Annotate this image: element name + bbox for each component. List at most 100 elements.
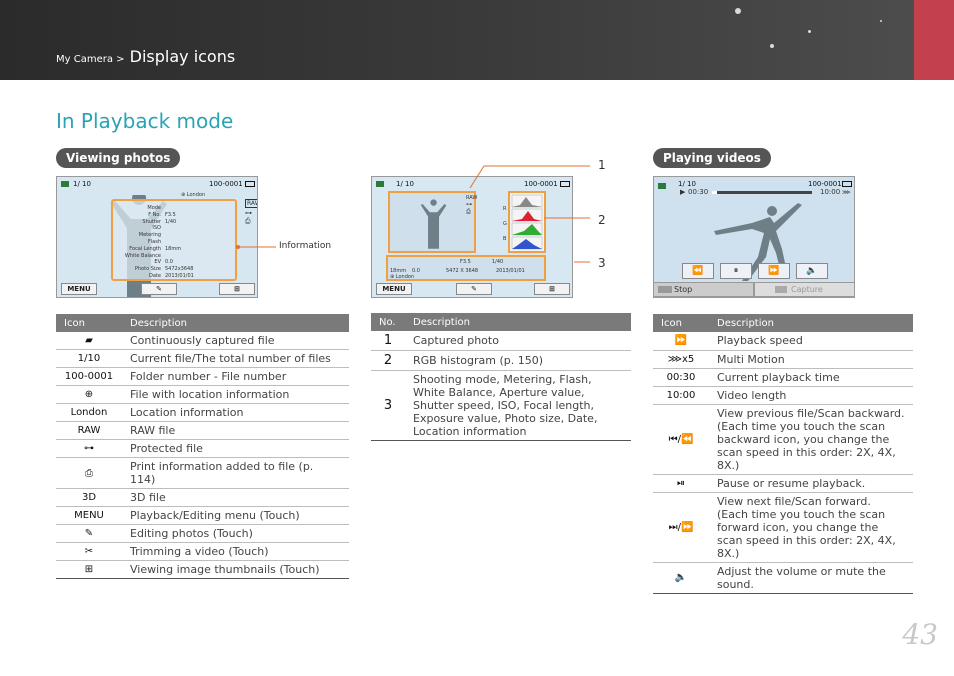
row-icon: MENU [56, 506, 122, 525]
histogram-label-r: R [503, 206, 507, 212]
info-label: Mode [147, 205, 161, 211]
progress-track[interactable] [712, 191, 812, 194]
column-header-description: Description [709, 314, 913, 332]
multi-motion-icon: ⋙ [842, 189, 851, 196]
page-number: 43 [902, 618, 938, 651]
row-icon: ✂ [56, 542, 122, 561]
histogram-chart [511, 194, 543, 250]
stop-button[interactable]: Stop [653, 282, 754, 297]
folder-number: 100-0001 [209, 180, 243, 188]
location-text: London [395, 274, 415, 280]
callout-number-2: 2 [598, 213, 606, 227]
volume-button[interactable]: 🔈 [796, 263, 828, 279]
info-label: ISO [152, 225, 161, 232]
menu-key-icon [658, 286, 672, 293]
page-title: In Playback mode [56, 109, 234, 133]
row-description: Current playback time [709, 368, 913, 387]
row-icon: ⏩ [653, 332, 709, 351]
table-row: 🔈Adjust the volume or mute the sound. [653, 562, 913, 594]
info-value: 0.0 [165, 259, 173, 266]
print-icon: ⎙ [245, 217, 251, 225]
row-description: View previous file/Scan backward. (Each … [709, 404, 913, 475]
row-description: Protected file [122, 439, 349, 458]
edit-button[interactable]: ✎ [456, 283, 492, 295]
info-label: Focal Length [129, 245, 161, 252]
focal-length-value: 18mm [390, 268, 407, 274]
row-icon: 🔈 [653, 562, 709, 594]
ev-value: 0.0 [412, 268, 420, 274]
file-counter: 1/ 10 [678, 180, 696, 188]
callout-number-1: 1 [598, 158, 606, 172]
row-number: 2 [371, 350, 405, 371]
row-description: Current file/The total number of files [122, 349, 349, 368]
row-description: Location information [122, 403, 349, 422]
info-label: Flash [147, 239, 161, 245]
row-icon: ⊞ [56, 560, 122, 579]
table-row: ▰Continuously captured file [56, 332, 349, 350]
capture-button[interactable]: Capture [754, 282, 855, 297]
shooting-info-panel: F3.5 1/40 18mm 0.0 5472 X 3648 2013/01/0… [386, 255, 546, 281]
print-icon: ⎙ [466, 208, 471, 215]
row-icon: ⊶ [56, 439, 122, 458]
file-counter: 1/ 10 [396, 180, 414, 188]
info-value: F3.5 [165, 211, 176, 218]
scan-forward-button[interactable]: ⏩ [758, 263, 790, 279]
menu-button[interactable]: MENU [61, 283, 97, 295]
histogram-label-b: B [503, 236, 507, 242]
callout-number-3: 3 [598, 256, 606, 270]
folder-number: 100-0001 [524, 180, 558, 188]
table-row: ⏯Pause or resume playback. [653, 474, 913, 493]
video-file-icon [658, 183, 666, 189]
row-description: Multi Motion [709, 350, 913, 369]
edit-button[interactable]: ✎ [141, 283, 177, 295]
info-label: Photo Size [134, 266, 161, 273]
thumbnail-button[interactable]: ⊞ [534, 283, 570, 295]
row-description: Folder number - File number [122, 367, 349, 386]
info-value: 1/40 [165, 218, 177, 225]
row-icon: ⋙x5 [653, 350, 709, 369]
table-row: ⏮/⏪View previous file/Scan backward. (Ea… [653, 404, 913, 475]
menu-button[interactable]: MENU [376, 283, 412, 295]
info-label: Metering [138, 232, 161, 239]
thumbnail-button[interactable]: ⊞ [219, 283, 255, 295]
breadcrumb-current: Display icons [129, 47, 236, 66]
sparkle-decoration [808, 30, 811, 33]
stop-label: Stop [674, 285, 693, 294]
raw-icon: RAW [245, 199, 257, 208]
callout-line-information [236, 245, 276, 249]
playback-info-screen: 1/ 10 100-0001 RAW ⊶ ⎙ R G B F3.5 1/40 1… [371, 176, 573, 298]
header-accent-bar [914, 0, 954, 80]
row-icon: ⏭/⏩ [653, 492, 709, 563]
folder-number: 100-0001 [808, 180, 842, 188]
column-header-icon: Icon [56, 314, 122, 332]
row-icon: London [56, 403, 122, 422]
row-description: Playback/Editing menu (Touch) [122, 506, 349, 525]
scan-backward-button[interactable]: ⏪ [682, 263, 714, 279]
row-icon: ⎙ [56, 457, 122, 489]
histogram-label-g: G [503, 221, 507, 227]
row-icon: ⏯ [653, 474, 709, 493]
viewing-photos-table: Icon Description ▰Continuously captured … [56, 314, 349, 579]
screen-topbar: 1/ 10 100-0001 [654, 177, 854, 191]
info-value: 2013/01/01 [165, 273, 194, 279]
pause-button[interactable]: ⏸ [720, 263, 752, 279]
breadcrumb-parent[interactable]: My Camera > [56, 54, 125, 65]
playing-videos-screen: 1/ 10 100-0001 ▶ 00:30 10:00 ⋙ ⏪ ⏸ ⏩ 🔈 [653, 176, 855, 298]
column-header-icon: Icon [653, 314, 709, 332]
table-row: ✂Trimming a video (Touch) [56, 542, 349, 561]
row-icon: 10:00 [653, 386, 709, 405]
table-row: ⎙Print information added to file (p. 114… [56, 457, 349, 489]
screen-topbar: 1/ 10 100-0001 [57, 177, 257, 191]
row-description: Playback speed [709, 332, 913, 351]
row-description: Continuously captured file [122, 332, 349, 350]
screen-topbar: 1/ 10 100-0001 [372, 177, 572, 191]
info-label: Date [149, 273, 161, 279]
row-description: Editing photos (Touch) [122, 524, 349, 543]
